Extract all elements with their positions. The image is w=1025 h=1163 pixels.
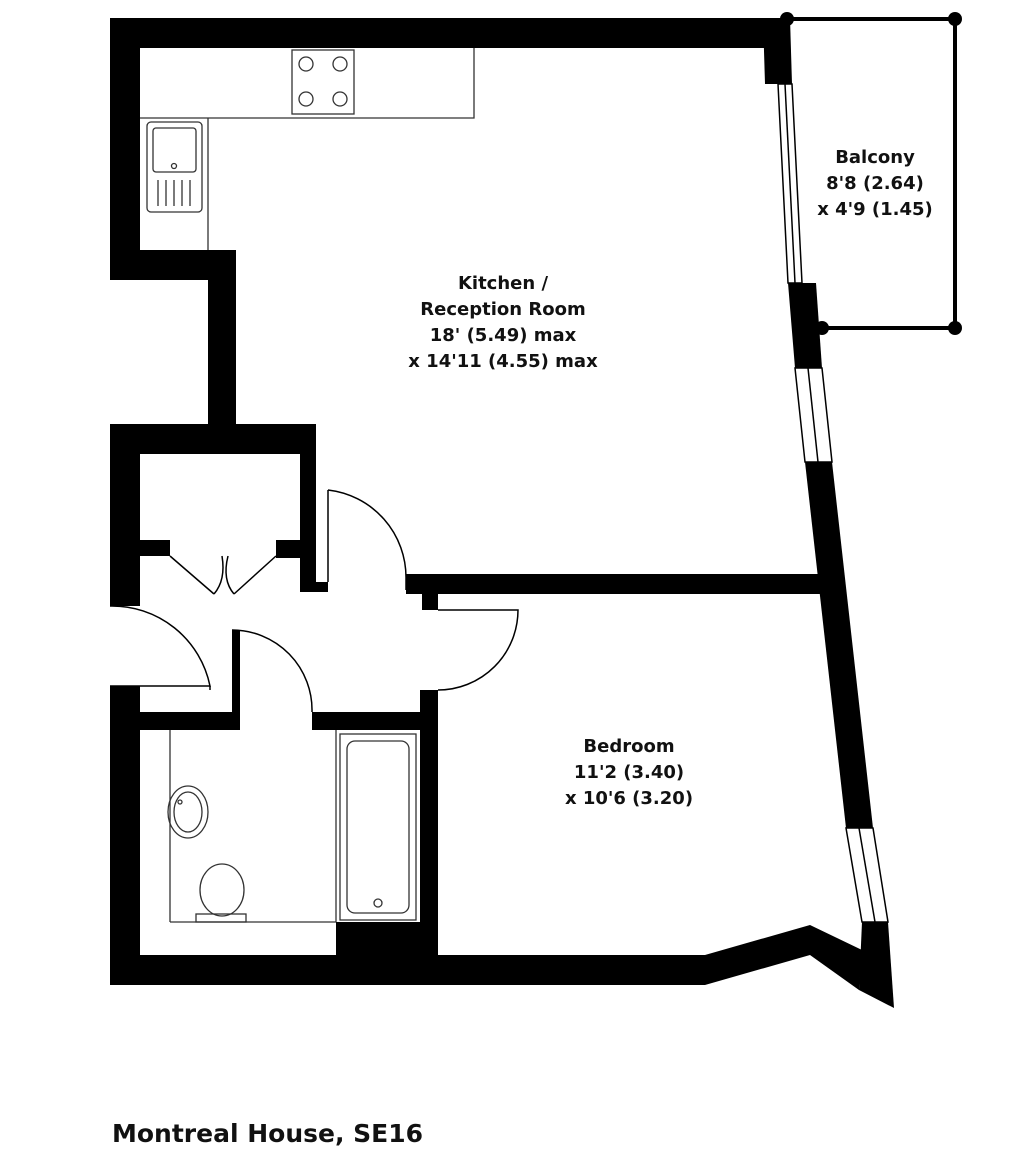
balcony-dim-line1: 8'8 (2.64) <box>826 173 924 194</box>
window-balcony <box>777 83 803 284</box>
wall-bathroom-top-left <box>140 712 232 730</box>
window-bedroom <box>845 827 889 923</box>
windows <box>777 83 889 923</box>
doors <box>109 489 519 713</box>
washbasin-icon <box>167 785 209 839</box>
wall-right-middle <box>805 462 873 828</box>
room-label-balcony: Balcony 8'8 (2.64) x 4'9 (1.45) <box>817 147 933 220</box>
door-entrance <box>109 605 211 687</box>
wall-bedroom-top <box>406 574 820 594</box>
balcony-railing <box>787 17 957 330</box>
room-label-bedroom: Bedroom 11'2 (3.40) x 10'6 (3.20) <box>565 736 693 809</box>
wall-cupboard-left-return <box>140 540 170 556</box>
kitchen-counter <box>140 48 475 119</box>
wall-cupboard-right <box>276 424 328 592</box>
wall-bathroom-top-right <box>312 712 438 730</box>
balcony-name: Balcony <box>835 147 915 168</box>
bedroom-dim-line1: 11'2 (3.40) <box>574 762 684 783</box>
wall-bottom <box>110 925 862 990</box>
bathroom-fixtures <box>167 730 417 923</box>
balcony-post <box>948 321 962 335</box>
wall-left-top <box>110 18 140 250</box>
door-bathroom <box>231 629 313 713</box>
window-kitchen <box>794 367 833 463</box>
door-cupboard-left <box>169 555 215 595</box>
toilet-icon <box>195 863 247 923</box>
wall-top <box>110 18 787 48</box>
bedroom-dim-line2: x 10'6 (3.20) <box>565 788 693 809</box>
wall-left-lower <box>110 686 140 985</box>
door-cupboard-right <box>233 555 277 595</box>
wall-left-jog-vertical <box>208 250 236 450</box>
wall-bathroom-stub <box>232 630 240 730</box>
kitchen-dim-line2: x 14'11 (4.55) max <box>408 351 598 372</box>
kitchen-sink-icon <box>146 121 203 213</box>
wall-right-upper <box>788 283 822 368</box>
bathtub-icon <box>339 733 417 921</box>
kitchen-dim-line1: 18' (5.49) max <box>430 325 577 346</box>
room-label-kitchen-reception: Kitchen / Reception Room 18' (5.49) max … <box>408 273 598 372</box>
wall-left-mid <box>110 424 140 606</box>
wall-left-jog <box>110 250 236 280</box>
bedroom-name: Bedroom <box>583 736 674 757</box>
hob-icon <box>291 49 355 115</box>
kitchen-fixtures <box>140 48 475 250</box>
wall-cupboard-top <box>110 424 316 454</box>
property-caption: Montreal House, SE16 <box>112 1119 424 1148</box>
door-kitchen <box>327 489 407 590</box>
wall-right-lower <box>859 922 894 1008</box>
kitchen-name-line2: Reception Room <box>420 299 585 320</box>
kitchen-name-line1: Kitchen / <box>458 273 548 294</box>
door-bedroom <box>437 609 519 691</box>
wall-top-right <box>763 18 792 84</box>
balcony-post <box>948 12 962 26</box>
balcony-dim-line2: x 4'9 (1.45) <box>817 199 933 220</box>
wall-bedroom-top-stub <box>422 594 438 610</box>
wall-bath-base <box>336 922 438 985</box>
walls <box>110 18 894 1008</box>
wall-bedroom-left <box>420 690 438 985</box>
